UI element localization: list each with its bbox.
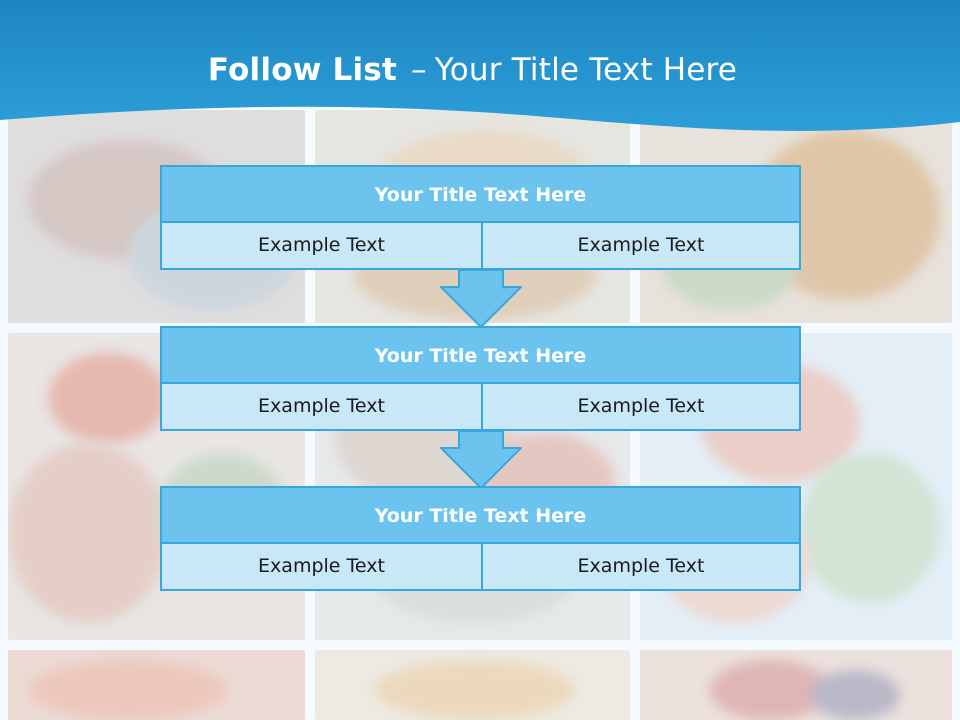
step-card-1: Your Title Text Here Example Text Exampl… <box>160 165 801 270</box>
step-text-right: Example Text <box>483 223 799 268</box>
slide-title-dash: – <box>410 52 427 88</box>
step-card-3: Your Title Text Here Example Text Exampl… <box>160 486 801 591</box>
step-title: Your Title Text Here <box>162 167 799 223</box>
step-title: Your Title Text Here <box>162 488 799 544</box>
collage-tile-olives <box>640 650 952 720</box>
slide-title-bold: Follow List <box>207 52 397 88</box>
header-band <box>0 0 960 131</box>
slide-title-rest: Your Title Text Here <box>434 52 738 88</box>
down-arrow-icon <box>440 430 522 489</box>
step-text-right: Example Text <box>483 544 799 589</box>
slide-title: Follow List–Your Title Text Here <box>0 52 945 88</box>
step-card-2: Your Title Text Here Example Text Exampl… <box>160 326 801 431</box>
collage-tile-fries <box>315 650 630 720</box>
step-text-left: Example Text <box>162 384 483 429</box>
collage-tile-salmon <box>8 650 305 720</box>
step-title: Your Title Text Here <box>162 328 799 384</box>
down-arrow-icon <box>440 269 522 328</box>
step-text-left: Example Text <box>162 544 483 589</box>
step-text-left: Example Text <box>162 223 483 268</box>
step-text-right: Example Text <box>483 384 799 429</box>
